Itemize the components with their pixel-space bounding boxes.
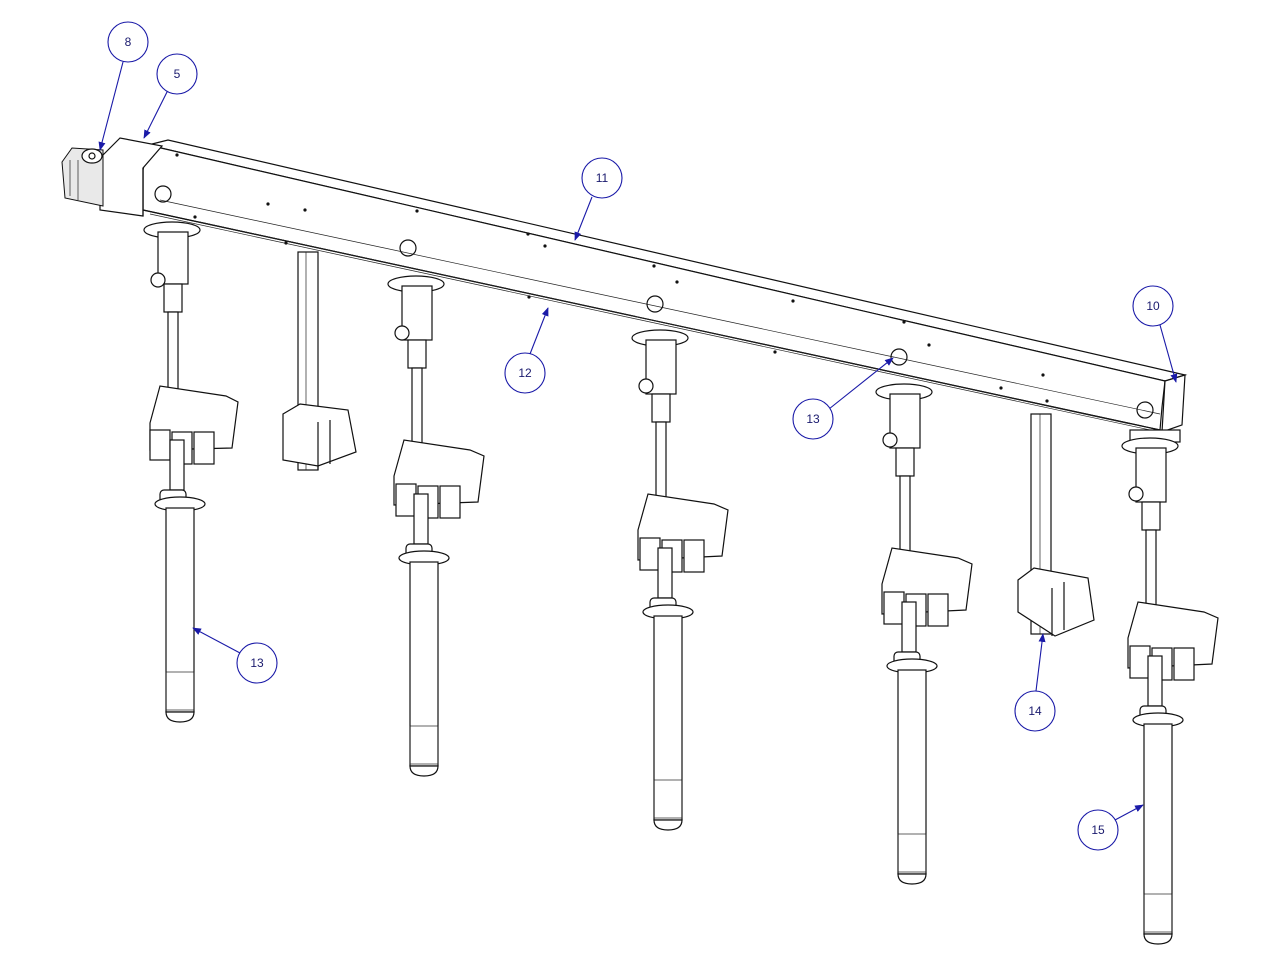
balloon-5 — [156, 53, 198, 95]
drop-assembly-5 — [1121, 437, 1219, 945]
motor — [61, 147, 104, 207]
balloon-11 — [581, 157, 623, 199]
drop-assembly-1 — [143, 221, 239, 723]
balloon-label: 13 — [806, 412, 820, 426]
support-bracket-left — [282, 251, 357, 471]
drop-assembly-3 — [631, 329, 729, 831]
balloon-label: 12 — [518, 366, 532, 380]
callout-11: 11 — [574, 157, 623, 241]
balloon-8 — [107, 21, 149, 63]
balloon-13 — [236, 642, 278, 684]
balloon-label: 11 — [596, 171, 609, 185]
callout-12: 12 — [504, 307, 549, 394]
drop-assembly-2 — [387, 275, 485, 777]
main-beam — [142, 139, 1188, 431]
callout-15: 15 — [1077, 804, 1144, 851]
support-bracket-right — [1017, 413, 1095, 637]
end-cap — [1129, 374, 1186, 443]
callout-10: 10 — [1132, 285, 1178, 383]
balloon-label: 14 — [1028, 704, 1042, 718]
balloon-12 — [504, 352, 546, 394]
balloon-label: 15 — [1091, 823, 1105, 837]
balloon-10 — [1132, 285, 1174, 327]
callout-13-upper: 13 — [792, 357, 894, 440]
drop-assembly-4 — [875, 383, 973, 885]
balloon-label: 13 — [250, 656, 264, 670]
balloon-15 — [1077, 809, 1119, 851]
balloon-label: 10 — [1146, 299, 1160, 313]
callout-13-lower: 13 — [192, 627, 278, 684]
end-block — [99, 137, 164, 217]
callout-8: 8 — [98, 21, 149, 151]
balloon-label: 5 — [174, 67, 181, 81]
beam-bolts — [175, 153, 1049, 403]
balloon-13 — [792, 398, 834, 440]
callout-14: 14 — [1014, 633, 1056, 732]
balloon-14 — [1014, 690, 1056, 732]
balloon-label: 8 — [125, 35, 132, 49]
callout-5: 5 — [143, 53, 198, 139]
